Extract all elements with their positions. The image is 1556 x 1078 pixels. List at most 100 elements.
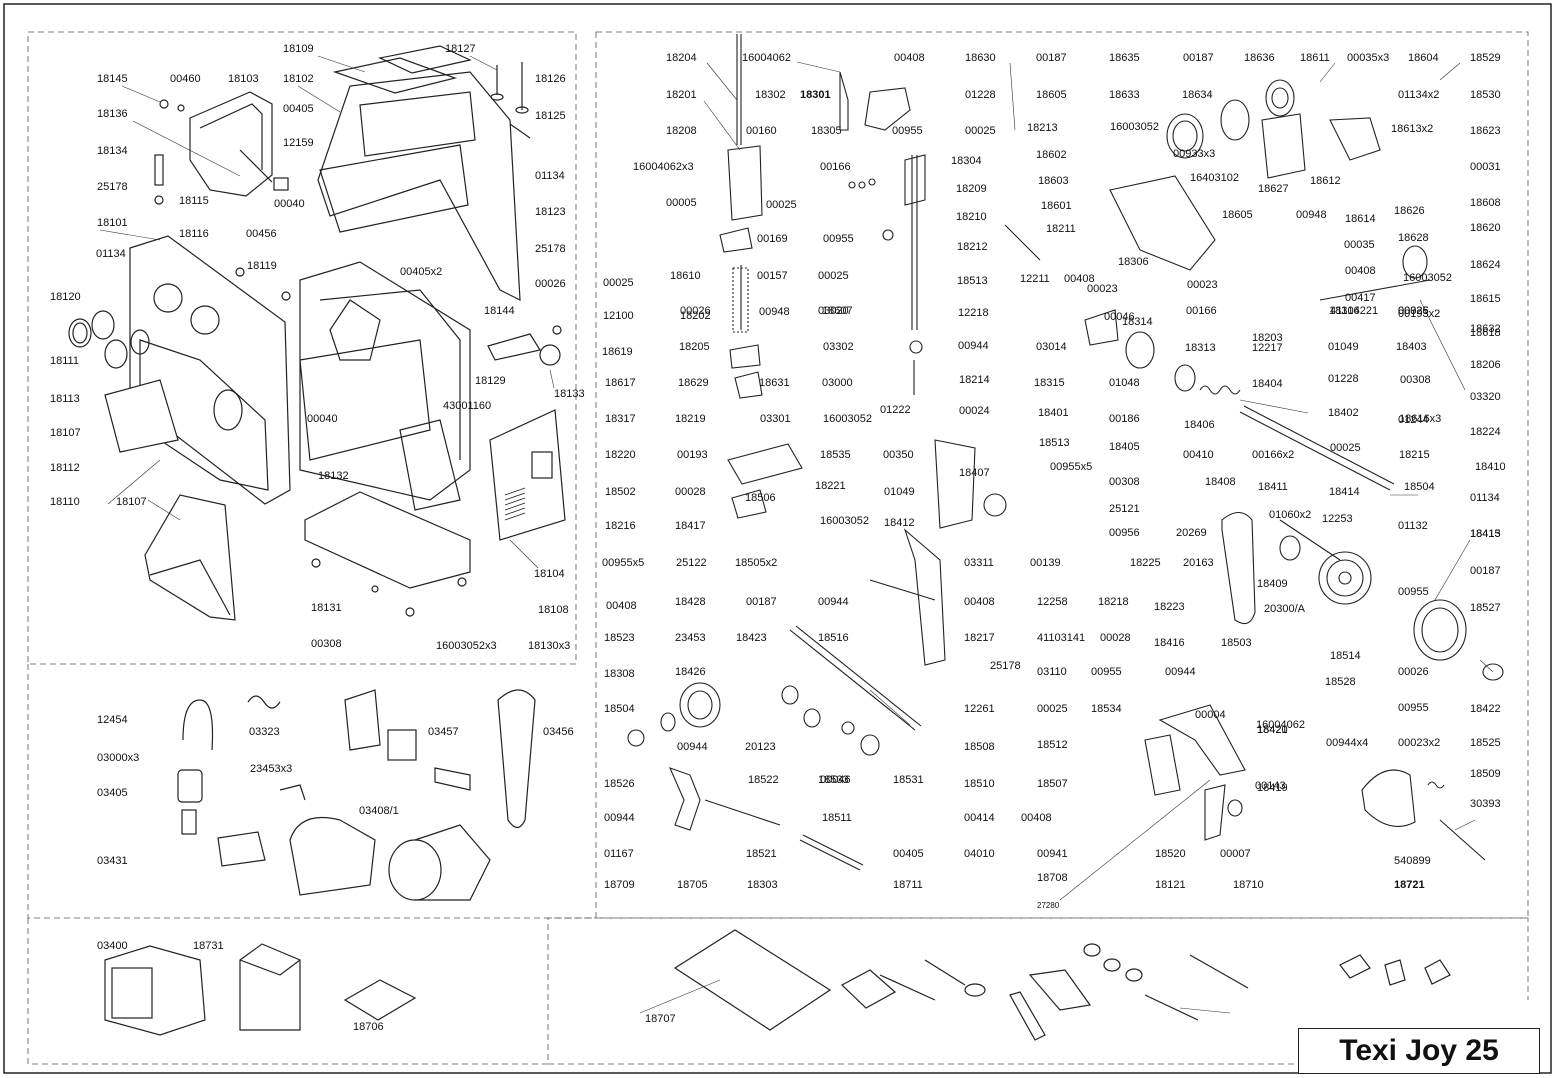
part-number-label: 18210 [956,211,987,223]
part-number-label: 16003052x3 [436,640,497,652]
part-number-label: 18409 [1257,578,1288,590]
part-number-label: 20300/A [1264,603,1305,615]
part-number-label: 18219 [675,413,706,425]
part-number-label: 00187 [1470,565,1501,577]
part-number-label: 18308 [604,668,635,680]
part-number-label: 18120 [50,291,81,303]
part-number-label: 18530 [1470,89,1501,101]
part-number-label: 00944 [1165,666,1196,678]
part-number-label: 00408 [1021,812,1052,824]
part-number-label: 18513 [1039,437,1070,449]
part-number-label: 03311 [964,557,994,569]
part-number-label: 18506 [745,492,776,504]
part-number-label: 20163 [1183,557,1214,569]
part-number-label: 03456 [543,726,574,738]
part-number-label: 18608 [1470,197,1501,209]
part-number-label: 00040 [274,198,305,210]
part-number-label: 18315 [1034,377,1065,389]
part-number-label: 18423 [736,632,767,644]
right-mechanism [627,79,1504,871]
part-number-label: 00308 [311,638,342,650]
part-number-label: 18133 [554,388,585,400]
part-number-label: 18123 [535,206,566,218]
part-number-label: 01134 [1470,492,1500,504]
part-number-label: 18635 [1109,52,1140,64]
part-number-label: 18218 [1098,596,1129,608]
part-number-label: 18520 [1155,848,1186,860]
part-number-label: 18130x3 [528,640,571,652]
part-number-label: 18516 [818,632,849,644]
part-number-label: 18507 [1037,778,1068,790]
part-number-label: 01228 [1328,373,1359,385]
part-number-label: 16004062 [1256,719,1305,731]
part-number-label: 18125 [535,110,566,122]
part-number-label: 18112 [50,462,80,474]
part-number-label: 18110 [50,496,80,508]
part-number-label: 00166 [1186,305,1217,317]
part-number-label: 00955 [1398,702,1429,714]
part-number-label: 18513 [957,275,988,287]
part-number-label: 03020 [818,305,849,317]
part-number-label: 25178 [990,660,1021,672]
part-number-label: 12253 [1322,513,1353,525]
part-number-label: 00007 [1220,848,1251,860]
part-number-label: 00035x3 [1347,52,1390,64]
part-number-label: 18211 [1046,223,1076,235]
part-number-label: 00955 [1091,666,1122,678]
part-number-label: 18617 [605,377,636,389]
part-number-label: 12159 [283,137,314,149]
part-number-label: 01134x2 [1398,89,1440,101]
part-number-label: 18615 [1470,293,1501,305]
part-number-label: 00405 [893,848,924,860]
part-number-label: 18636 [1244,52,1275,64]
part-number-label: 18410 [1475,461,1506,473]
part-number-label: 18413 [1470,528,1501,540]
part-number-label: 18402 [1328,407,1359,419]
part-number-label: 18109 [283,43,314,55]
part-number-label: 18603 [1038,175,1069,187]
part-number-label: 00139 [1030,557,1061,569]
part-number-label: 00187 [1183,52,1214,64]
part-number-label: 18208 [666,125,697,137]
part-number-label: 27280 [1037,901,1060,910]
part-number-label: 18421 [1257,724,1288,736]
part-number-label: 00166x2 [1252,449,1295,461]
part-number-label: 18629 [678,377,709,389]
part-number-label: 00410 [1183,449,1214,461]
part-number-label: 12217 [1252,342,1283,354]
part-number-label: 18121 [1155,879,1186,891]
part-number-label: 18528 [1325,676,1356,688]
part-number-label: 00025 [1037,703,1068,715]
part-number-label: 03302 [823,341,854,353]
part-number-label: 18422 [1470,703,1501,715]
part-number-label: 00336 [1398,305,1429,317]
part-number-label: 00025 [818,270,849,282]
part-number-label: 18408 [1205,476,1236,488]
part-number-label: 20123 [745,741,776,753]
part-number-label: 00405 [283,103,314,115]
part-number-label: 18206 [1470,359,1501,371]
part-number-label: 00025 [1398,305,1429,317]
part-number-label: 18708 [1037,872,1068,884]
part-number-label: 18134 [97,145,128,157]
part-number-label: 18610 [670,270,701,282]
part-number-label: 00408 [894,52,925,64]
part-number-label: 18605 [1222,209,1253,221]
part-number-label: 16003052 [1110,121,1159,133]
part-number-label: 18706 [353,1021,384,1033]
part-number-label: 18412 [884,517,915,529]
part-number-label: 18104 [534,568,565,580]
part-number-label: 18721 [1394,879,1425,891]
part-number-label: 00955 [892,125,923,137]
part-number-label: 00944 [677,741,708,753]
electrical-parts [177,689,536,901]
part-number-label: 00187 [746,596,777,608]
accessories [104,929,1451,1041]
part-number-label: 16003052 [823,413,872,425]
part-number-label: 00040 [307,413,338,425]
part-number-label: 18535 [820,449,851,461]
part-number-label: 03110 [1037,666,1067,678]
part-number-label: 00955x5 [602,557,645,569]
part-number-label: 18221 [815,480,846,492]
